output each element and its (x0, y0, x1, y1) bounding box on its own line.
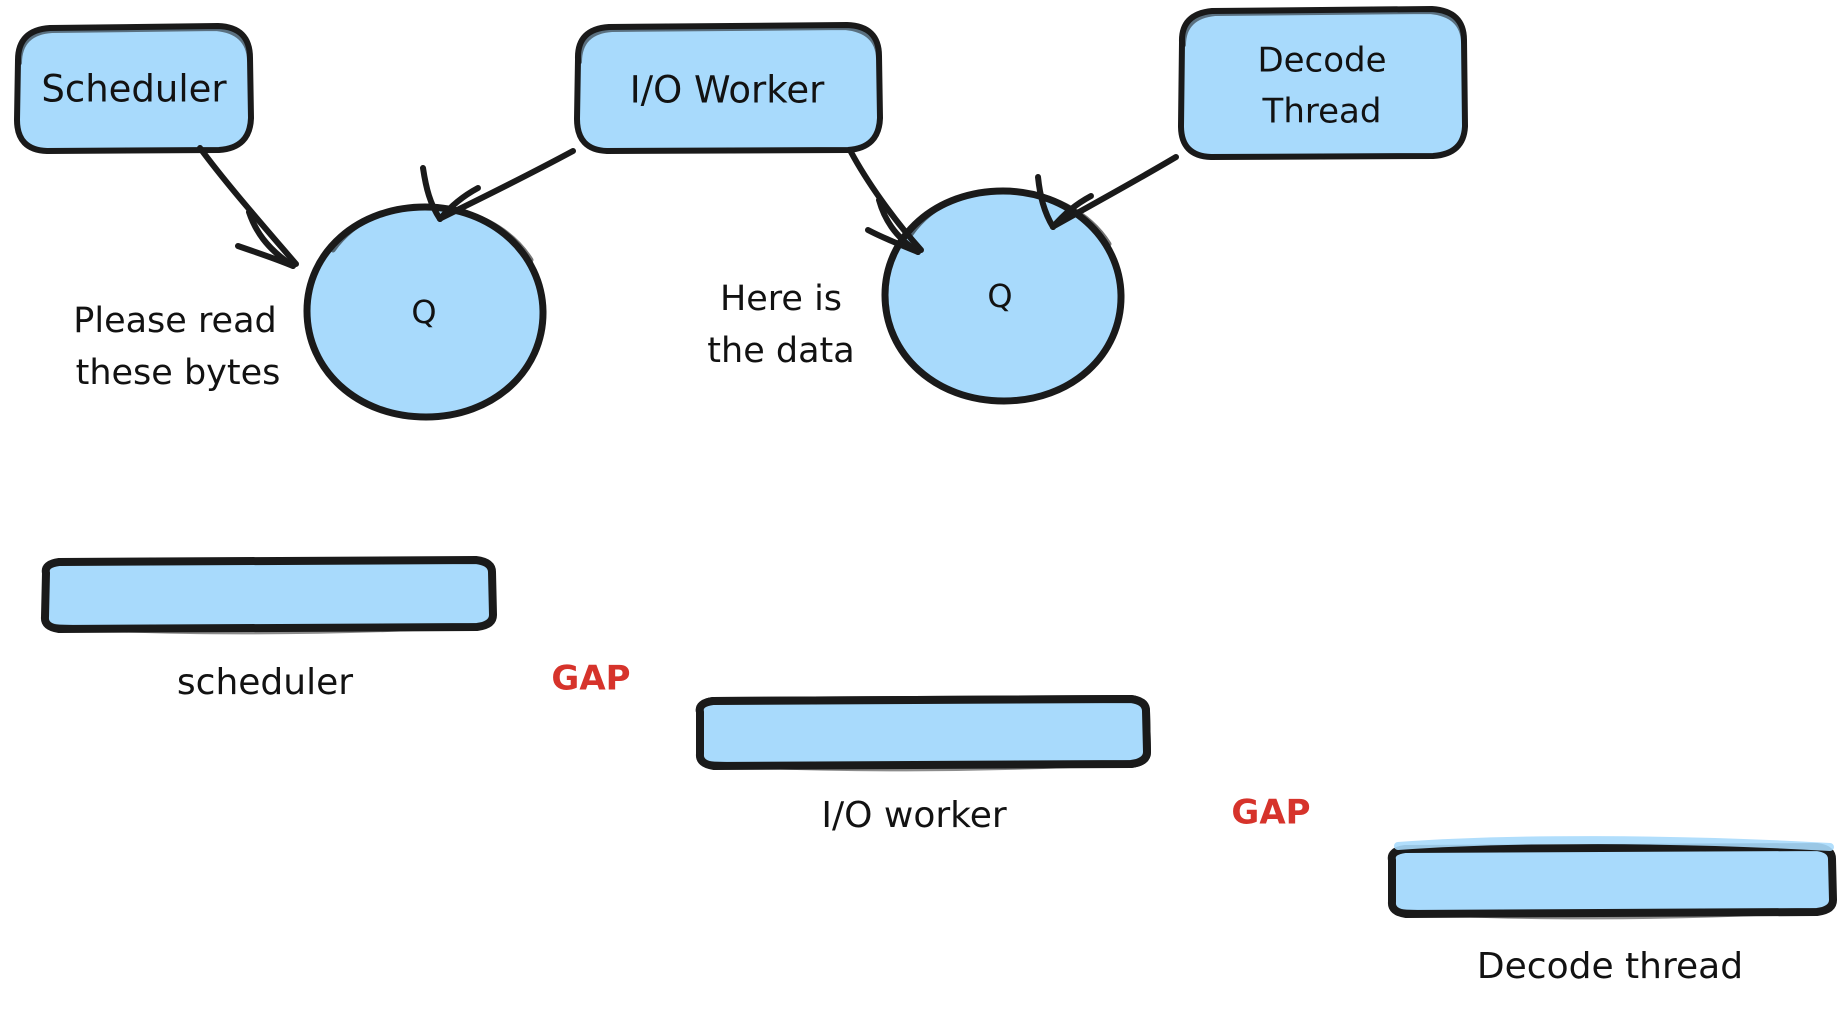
edge-label-1-line2: these bytes (76, 353, 281, 393)
timeline-bar-decode-thread-sketch (1393, 907, 1831, 920)
node-decode-thread[interactable]: Decode Thread (1178, 6, 1468, 160)
node-scheduler-label: Scheduler (41, 68, 227, 111)
gap-label-1: GAP (551, 659, 630, 699)
node-scheduler[interactable]: Scheduler (14, 23, 254, 154)
arrow-io-worker-to-queue1 (420, 148, 576, 222)
node-decode-thread-label-line1: Decode (1257, 41, 1386, 81)
node-queue-2[interactable]: Q (881, 187, 1125, 405)
timeline-bar-decode-thread-sketch-top (1394, 836, 1834, 851)
arrow-decode-thread-to-queue2 (1035, 154, 1179, 230)
node-decode-thread-shape (1178, 6, 1468, 160)
node-queue-1[interactable]: Q (303, 203, 547, 421)
node-scheduler-sketch (18, 26, 251, 65)
node-io-worker[interactable]: I/O Worker (574, 22, 883, 154)
timeline-bar-decode-thread-label: Decode thread (1477, 946, 1743, 987)
timeline-bar-scheduler-shape (40, 556, 497, 633)
node-queue-1-label: Q (411, 293, 436, 331)
timeline-bar-io-worker[interactable]: I/O worker (695, 695, 1151, 836)
timeline-bar-scheduler[interactable]: scheduler (40, 556, 497, 703)
gap-label-2: GAP (1231, 793, 1310, 833)
node-io-worker-shape (574, 22, 883, 154)
edge-label-here-is-the-data: Here is the data (707, 279, 854, 371)
node-queue-2-sketch (908, 188, 1112, 247)
arrow-io-worker-to-queue2 (848, 149, 924, 255)
node-queue-2-label: Q (987, 277, 1012, 315)
edge-label-1-line1: Please read (73, 301, 277, 341)
timeline-bar-decode-thread[interactable]: Decode thread (1387, 836, 1837, 987)
node-io-worker-label: I/O Worker (630, 69, 825, 112)
timeline-bar-io-worker-label: I/O worker (821, 795, 1007, 836)
edge-label-please-read-these-bytes: Please read these bytes (73, 301, 280, 393)
node-decode-thread-sketch (1182, 9, 1465, 47)
node-queue-1-shape (303, 203, 547, 421)
node-decode-thread-label-line2: Thread (1262, 92, 1382, 132)
edge-label-2-line1: Here is (720, 279, 842, 319)
timeline-bar-scheduler-sketch (46, 622, 490, 635)
node-queue-2-shape (881, 187, 1125, 405)
timeline-bar-decode-thread-shape (1387, 843, 1837, 918)
node-scheduler-shape (14, 23, 254, 154)
edge-label-2-line2: the data (707, 331, 854, 371)
timeline-bar-io-worker-sketch (701, 759, 1145, 772)
timeline-bar-io-worker-shape-2 (695, 695, 1151, 770)
node-queue-1-sketch (330, 204, 534, 263)
arrow-scheduler-to-queue1 (197, 145, 299, 269)
node-io-worker-sketch (578, 25, 880, 64)
timeline-bar-scheduler-label: scheduler (177, 662, 353, 703)
